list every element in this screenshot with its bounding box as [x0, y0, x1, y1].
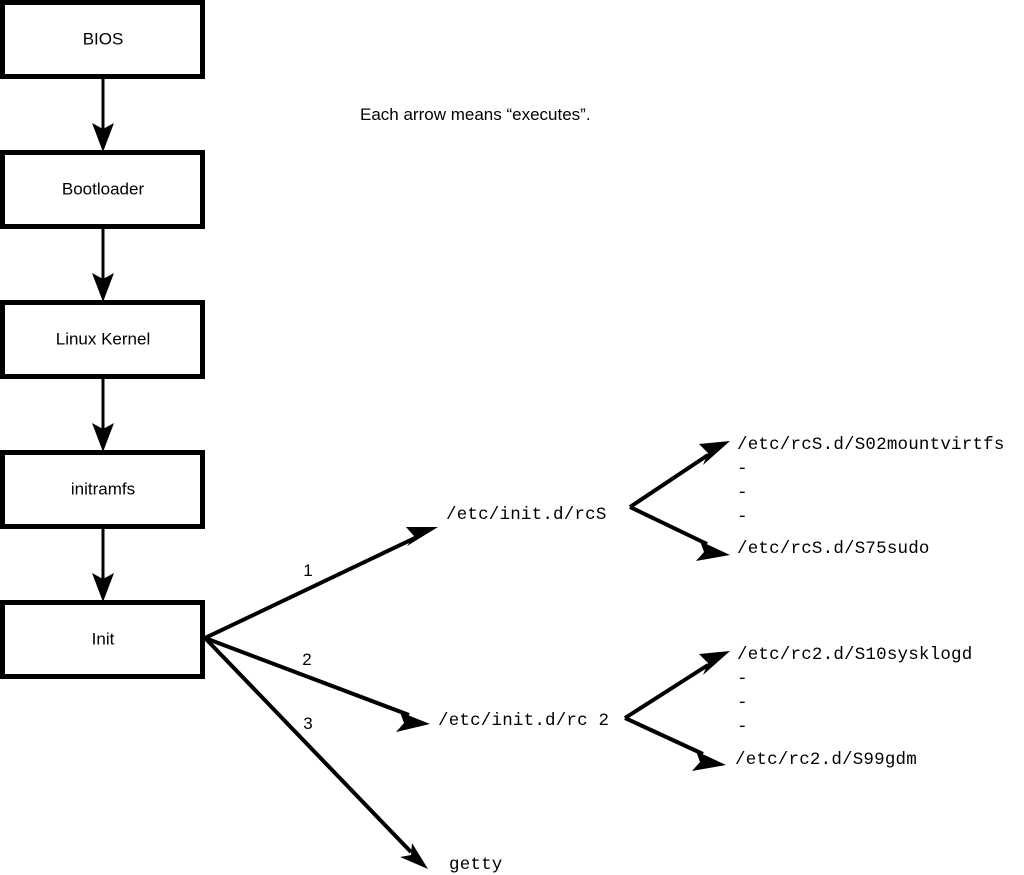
node-init-box [0, 600, 205, 679]
node-bios: BIOS [0, 0, 205, 79]
node-initramfs-box [0, 450, 205, 529]
rcs-ellipsis-dash-3: - [737, 507, 748, 527]
node-bootloader-box [0, 150, 205, 229]
diagram-caption: Each arrow means “executes”. [360, 105, 591, 124]
rcs-script-last-label: /etc/rcS.d/S75sudo [737, 539, 930, 559]
arrow-bootloader-to-kernel [92, 228, 114, 302]
rcs-fanout-first-arrow [628, 441, 730, 509]
node-bios-label: BIOS [83, 29, 124, 48]
branch-3-arrow: 3 [203, 636, 428, 869]
rc2-ellipsis-dash-1: - [737, 669, 748, 689]
node-init-label: Init [92, 629, 115, 648]
rc2-fanout-first-arrow [623, 651, 730, 720]
arrow-kernel-to-initramfs [92, 378, 114, 452]
target-rcs-label: /etc/init.d/rcS [446, 505, 607, 525]
branch-1-number: 1 [303, 561, 312, 580]
node-bios-box [0, 0, 205, 79]
rcs-script-first-label: /etc/rcS.d/S02mountvirtfs [737, 435, 1005, 455]
branch-2-number: 2 [302, 650, 311, 669]
branch-1-arrow: 1 [204, 527, 438, 640]
node-bootloader-label: Bootloader [62, 179, 145, 198]
rcs-ellipsis-dash-2: - [737, 483, 748, 503]
target-rc2-label: /etc/init.d/rc 2 [438, 711, 609, 731]
rcs-fanout-last-arrow [629, 505, 730, 561]
arrow-initramfs-to-init [92, 528, 114, 602]
target-getty-label: getty [449, 855, 503, 875]
node-kernel-box [0, 300, 205, 379]
branch-2-arrow: 2 [204, 636, 430, 732]
branch-3-number: 3 [303, 714, 312, 733]
node-bootloader: Bootloader [0, 150, 205, 229]
rc2-script-first-label: /etc/rc2.d/S10sysklogd [737, 645, 972, 665]
rc2-script-last-label: /etc/rc2.d/S99gdm [735, 750, 917, 770]
node-init: Init [0, 600, 205, 679]
rcs-ellipsis-dash-1: - [737, 459, 748, 479]
node-kernel: Linux Kernel [0, 300, 205, 379]
rc2-ellipsis-dash-3: - [737, 717, 748, 737]
rc2-ellipsis-dash-2: - [737, 693, 748, 713]
rc2-fanout-last-arrow [624, 716, 726, 771]
arrow-bios-to-bootloader [92, 78, 114, 152]
node-initramfs-label: initramfs [71, 479, 135, 498]
node-kernel-label: Linux Kernel [56, 329, 151, 348]
node-initramfs: initramfs [0, 450, 205, 529]
